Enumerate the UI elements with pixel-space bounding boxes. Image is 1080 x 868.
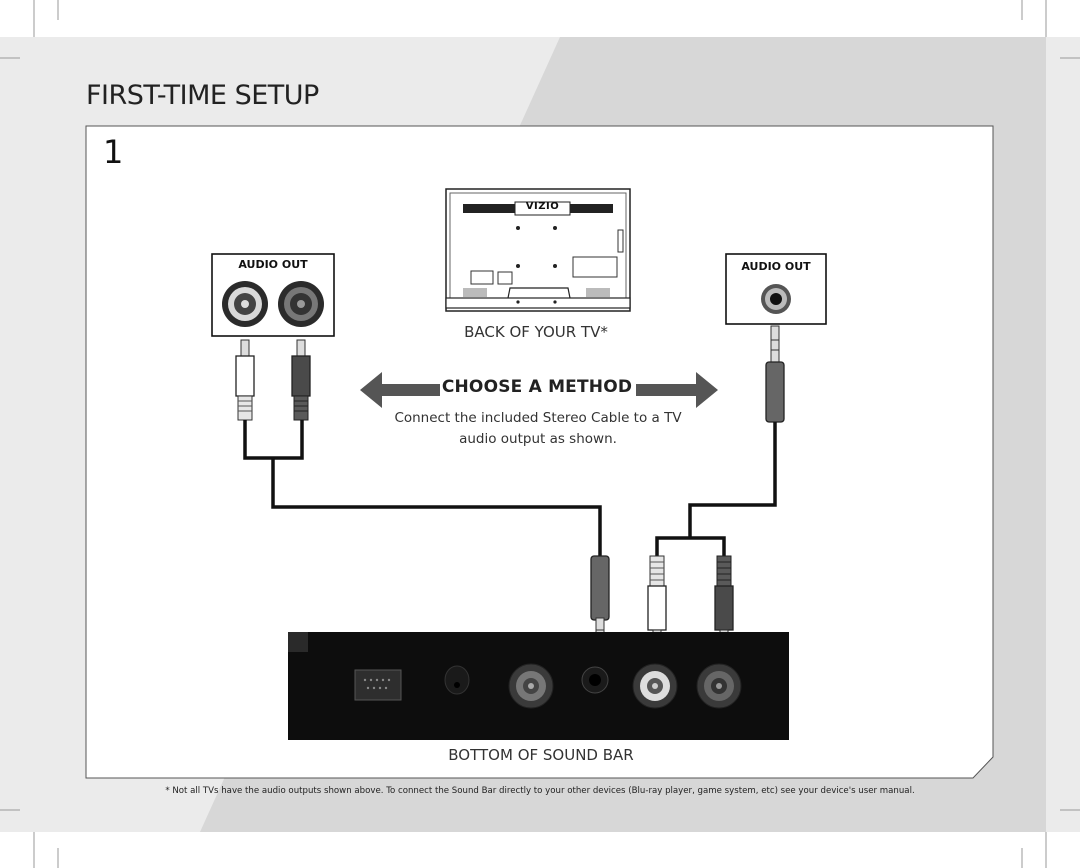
rca-audio-out-port bbox=[211, 253, 335, 337]
page-title: FIRST-TIME SETUP bbox=[86, 80, 319, 111]
headphone-audio-out-port bbox=[725, 253, 827, 325]
sound-bar-bottom bbox=[288, 632, 789, 740]
tv-back-illustration bbox=[445, 188, 631, 312]
footnote: * Not all TVs have the audio outputs sho… bbox=[165, 786, 915, 796]
rca-plug-red bbox=[291, 339, 311, 421]
cables bbox=[243, 420, 777, 558]
method-instructions: Connect the included Stereo Cable to a T… bbox=[394, 410, 682, 447]
choose-method-heading: CHOOSE A METHOD bbox=[441, 377, 633, 397]
tv-caption: BACK OF YOUR TV* bbox=[464, 323, 608, 341]
sound-bar-caption: BOTTOM OF SOUND BAR bbox=[448, 746, 634, 764]
rca-audio-out-label: AUDIO OUT bbox=[238, 258, 308, 271]
tv-brand-logo: VIZIO bbox=[525, 201, 560, 212]
choose-method-arrows bbox=[360, 372, 718, 408]
rca-plug-white bbox=[235, 339, 255, 421]
optical-audio-out-label: AUDIO OUT bbox=[741, 260, 811, 273]
step-number: 1 bbox=[103, 133, 124, 171]
